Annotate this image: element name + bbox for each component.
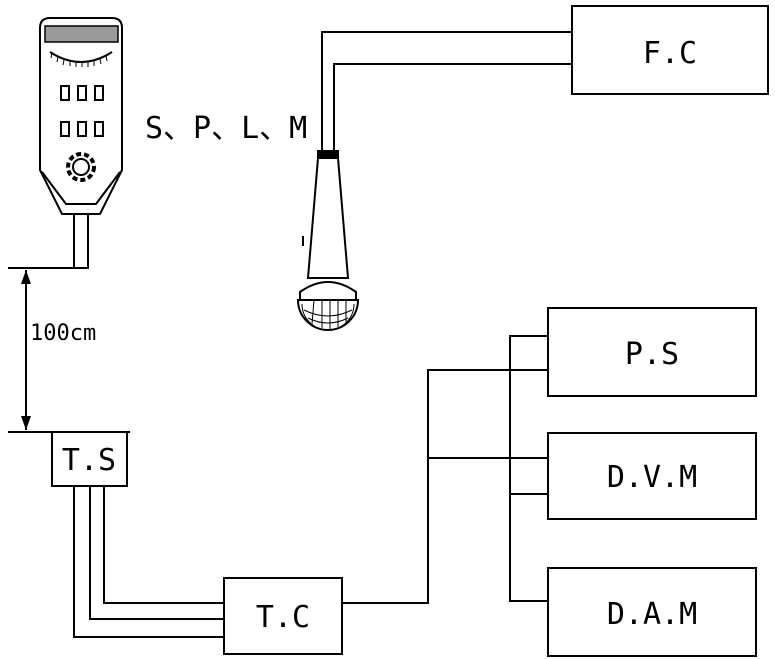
tc-box [223,577,343,655]
fc-box [571,5,769,95]
instrument-wiring [342,335,548,604]
splm-label: S、P、L、M [145,111,307,146]
tc-label: T.C [256,600,310,635]
fc-label: F.C [643,36,697,71]
ts-label: T.S [62,443,116,478]
ts-box [51,431,128,487]
ps-label: P.S [625,337,679,372]
dvm-box [547,432,757,520]
microphone-icon [296,31,572,331]
dvm-label: D.V.M [607,460,697,495]
ps-box [547,307,757,397]
distance-label: 100cm [30,321,96,346]
ts-tc-cables [73,486,224,638]
distance-marker [8,267,130,433]
knob-icon [66,152,96,182]
sound-level-meter-icon [39,17,123,269]
dam-label: D.A.M [607,597,697,632]
dam-box [547,567,757,657]
